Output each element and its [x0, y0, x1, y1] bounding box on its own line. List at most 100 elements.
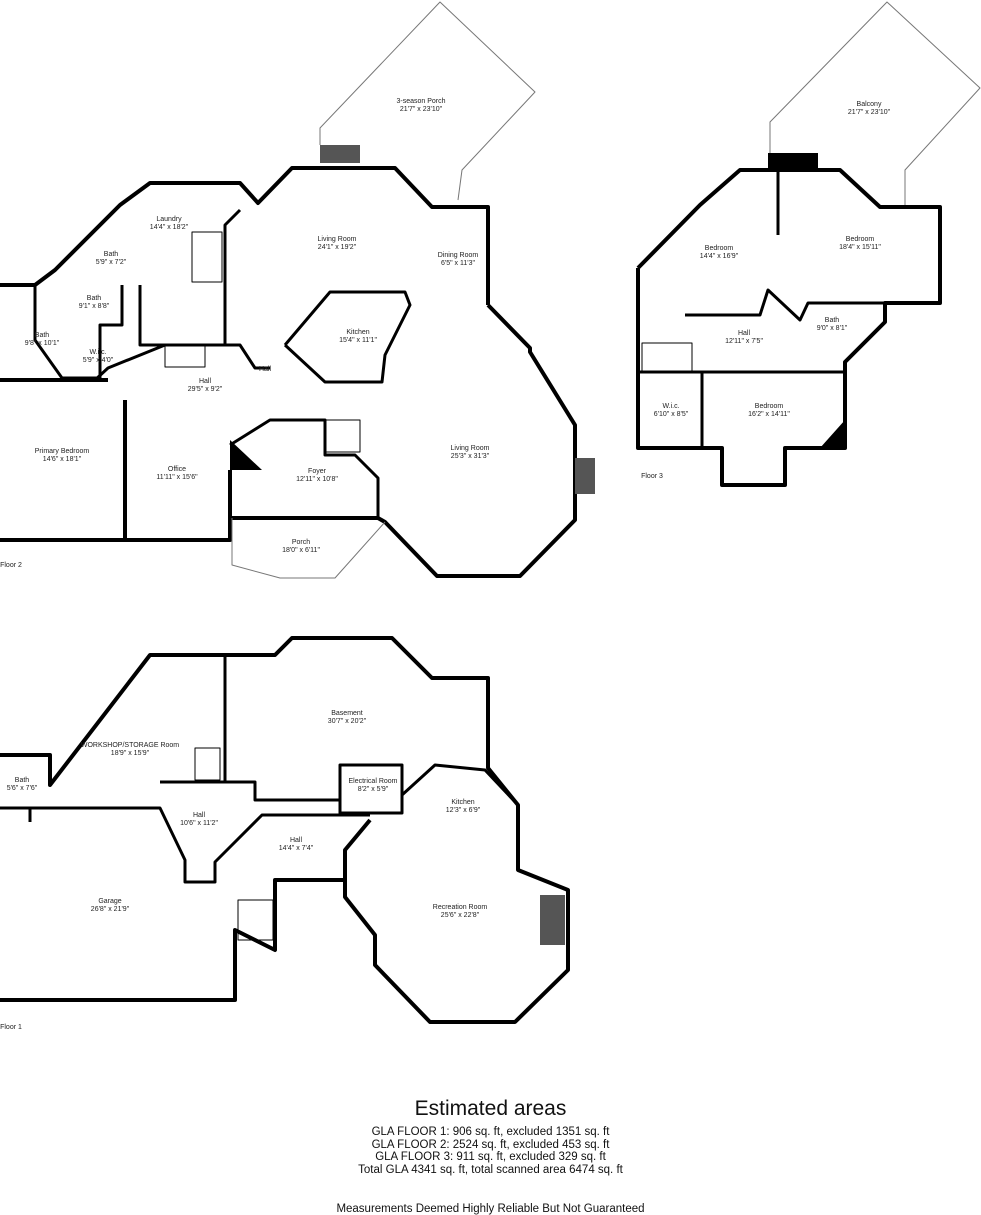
hall-walls — [685, 288, 885, 322]
room-name-hall: Hall — [193, 812, 206, 819]
disclaimer: Measurements Deemed Highly Reliable But … — [336, 1203, 645, 1215]
floor-3-outer-walls — [636, 168, 942, 487]
balcony-outline — [769, 1, 981, 207]
room-dims-kitchen: 15'4" x 11'1" — [339, 337, 377, 344]
room-dims-wic: 5'9" x 4'0" — [83, 357, 114, 364]
bath-walls — [0, 806, 32, 822]
summary-line-floor-3: GLA FLOOR 3: 911 sq. ft, excluded 329 sq… — [375, 1151, 606, 1163]
room-name-3-season-porch: 3-season Porch — [396, 98, 445, 105]
room-dims-electrical-room: 8'2" x 5'9" — [358, 786, 389, 793]
area-summary: Estimated areas GLA FLOOR 1: 906 sq. ft,… — [0, 1096, 981, 1176]
room-name-primary-bedroom: Primary Bedroom — [35, 448, 90, 455]
room-name-bath: Bath — [15, 777, 30, 784]
room-name-living-room: Living Room — [451, 445, 490, 452]
room-name-workshop: WORKSHOP/STORAGE Room — [81, 742, 179, 749]
room-name-garage: Garage — [98, 898, 121, 905]
summary-line-total: Total GLA 4341 sq. ft, total scanned are… — [358, 1163, 623, 1176]
floor-2-plan — [0, 1, 595, 579]
stair-landing-icon — [230, 440, 262, 470]
room-name-bath: Bath — [825, 317, 840, 324]
room-dims-bedroom: 16'2" x 14'11" — [748, 411, 790, 418]
room-dims-kitchen: 12'3" x 6'9" — [446, 807, 481, 814]
room-dims-hall: 10'6" x 11'2" — [180, 820, 218, 827]
room-dims-hall: 29'5" x 9'2" — [188, 386, 223, 393]
room-dims-garage: 26'8" x 21'9" — [91, 906, 130, 913]
floor-3-labels: Balcony 21'7" x 23'10" Bedroom 14'4" x 1… — [641, 101, 891, 480]
room-dims-porch: 18'0" x 6'11" — [282, 547, 320, 554]
hall-walls — [93, 343, 270, 382]
chimney-icon — [768, 153, 818, 171]
kitchen-island-walls — [283, 290, 412, 384]
room-dims-wic: 6'10" x 8'5" — [654, 411, 689, 418]
room-name-living-room: Living Room — [318, 236, 357, 243]
porch-outline — [231, 518, 386, 579]
room-dims-dining-room: 6'5" x 11'3" — [441, 260, 475, 267]
hall-walls — [30, 806, 370, 884]
floor-1-labels: Basement 30'7" x 20'2" WORKSHOP/STORAGE … — [0, 710, 487, 1031]
room-dims-balcony: 21'7" x 23'10" — [848, 109, 891, 116]
fireplace-icon — [320, 145, 360, 163]
lower-hall-wall — [160, 780, 340, 802]
room-name-kitchen: Kitchen — [346, 329, 369, 336]
room-dims-bedroom: 18'4" x 15'11" — [839, 244, 881, 251]
room-name-kitchen: Kitchen — [451, 799, 474, 806]
room-name-bedroom: Bedroom — [755, 403, 784, 410]
kitchen-walls — [400, 763, 520, 807]
room-dims-basement: 30'7" x 20'2" — [328, 718, 367, 725]
stairs-icon — [324, 419, 361, 453]
stairs-icon — [641, 342, 693, 372]
room-name-bedroom: Bedroom — [705, 245, 734, 252]
room-name-wic: W.i.c. — [662, 403, 679, 410]
fireplace-icon — [540, 895, 565, 945]
room-dims-bath: 9'8" x 10'1" — [25, 340, 60, 347]
room-dims-living-room: 24'1" x 19'2" — [318, 244, 357, 251]
bath-walls — [33, 285, 124, 380]
room-dims-bedroom: 14'4" x 16'9" — [700, 253, 739, 260]
floor-1-label: Floor 1 — [0, 1024, 22, 1031]
room-name-laundry: Laundry — [156, 216, 182, 223]
stairs-icon — [164, 344, 206, 368]
summary-line-floor-1: GLA FLOOR 1: 906 sq. ft, excluded 1351 s… — [371, 1126, 610, 1138]
foyer-walls — [229, 418, 380, 518]
room-name-bedroom: Bedroom — [846, 236, 875, 243]
room-dims-office: 11'11" x 15'6" — [156, 474, 198, 481]
room-name-hall: Hall — [738, 330, 751, 337]
room-dims-workshop: 18'9" x 15'9" — [111, 750, 150, 757]
stairs-icon — [194, 747, 221, 781]
room-dims-recreation-room: 25'6" x 22'8" — [441, 912, 480, 919]
laundry-walls — [138, 208, 242, 347]
room-dims-hall: 12'11" x 7'5" — [725, 338, 763, 345]
room-dims-bath: 9'1" x 8'8" — [79, 303, 110, 310]
room-name-office: Office — [168, 466, 186, 473]
room-name-bath: Bath — [104, 251, 119, 258]
floor-1-outer-walls — [0, 636, 570, 1024]
room-dims-laundry: 14'4" x 18'2" — [150, 224, 189, 231]
room-name-porch: Porch — [292, 539, 310, 546]
room-dims-bath: 5'6" x 7'6" — [7, 785, 38, 792]
room-dims-primary-bedroom: 14'6" x 18'1" — [43, 456, 82, 463]
summary-title: Estimated areas — [414, 1097, 567, 1120]
room-dims-bath: 5'9" x 7'2" — [96, 259, 127, 266]
room-name-basement: Basement — [331, 710, 363, 717]
room-name-electrical-room: Electrical Room — [348, 778, 397, 785]
stairs-icon — [191, 231, 223, 283]
room-dims-foyer: 12'11" x 10'8" — [296, 476, 338, 483]
floor-3-plan — [636, 1, 981, 487]
room-name-hall-small: Hall — [259, 366, 272, 373]
room-dims-bath: 9'0" x 8'1" — [817, 325, 848, 332]
floor-2-outer-walls — [0, 166, 490, 305]
room-name-foyer: Foyer — [308, 468, 327, 475]
room-dims-living-room: 25'3" x 31'3" — [451, 453, 490, 460]
room-name-dining-room: Dining Room — [438, 252, 479, 259]
fireplace-icon — [575, 458, 595, 494]
floor-1-plan — [0, 636, 570, 1024]
three-season-porch-outline — [319, 1, 536, 201]
room-name-hall: Hall — [199, 378, 212, 385]
room-name-balcony: Balcony — [857, 101, 882, 108]
electrical-room-walls — [338, 763, 404, 815]
floor-3-label: Floor 3 — [641, 473, 663, 480]
room-name-hall: Hall — [290, 837, 303, 844]
room-name-bath: Bath — [35, 332, 50, 339]
floor-plan-drawing: 3-season Porch 21'7" x 23'10" Laundry 14… — [0, 1, 981, 1031]
room-dims-3-season-porch: 21'7" x 23'10" — [400, 106, 443, 113]
